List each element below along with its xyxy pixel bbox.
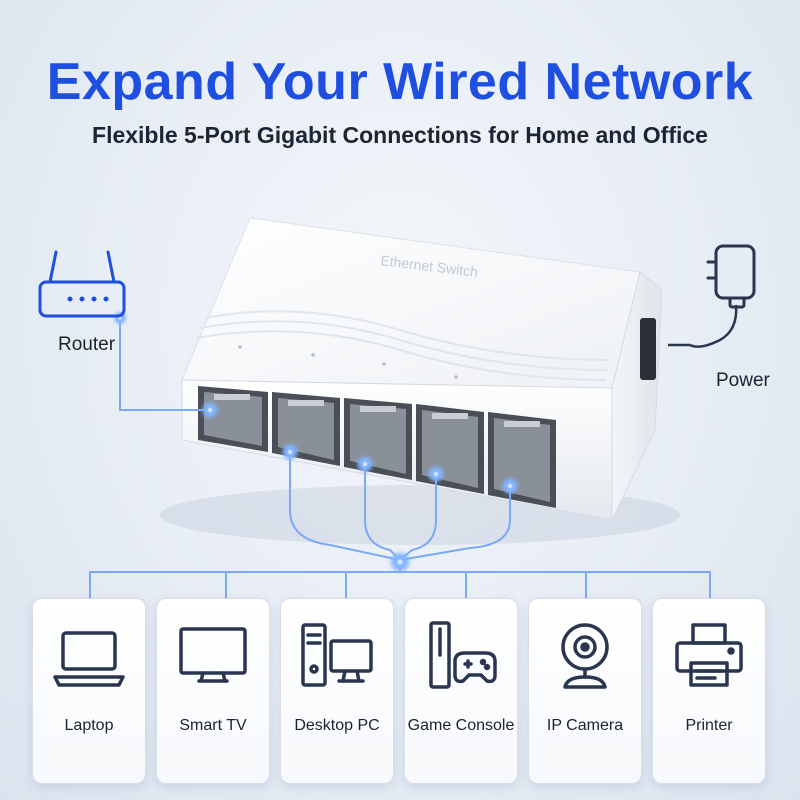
device-label: IP Camera	[546, 717, 624, 734]
power-cable	[689, 304, 738, 348]
ip-camera-icon	[561, 623, 609, 689]
device-card-laptop: Laptop	[32, 598, 146, 784]
device-label: Smart TV	[179, 717, 247, 734]
page-title: Expand Your Wired Network	[46, 53, 754, 111]
router-label: Router	[58, 334, 116, 355]
router-link	[119, 318, 210, 411]
tv-icon	[179, 627, 247, 683]
port-5	[488, 412, 556, 508]
port-3	[344, 398, 412, 480]
printer-icon	[675, 623, 743, 687]
device-label: Game Console	[407, 717, 515, 734]
desktop-pc-icon	[301, 623, 373, 687]
device-card-game-console: Game Console	[404, 598, 518, 784]
distribution-bus	[89, 571, 711, 598]
power-adapter-icon	[706, 244, 756, 309]
port-4	[416, 404, 484, 494]
device-label: Laptop	[64, 717, 114, 734]
router-icon	[38, 250, 126, 318]
ethernet-switch: Ethernet Switch	[181, 217, 663, 521]
device-label: Desktop PC	[294, 717, 380, 734]
port-5-link	[399, 486, 511, 561]
port-1	[198, 386, 268, 452]
device-card-ip-camera: IP Camera	[528, 598, 642, 784]
power-label: Power	[716, 370, 770, 391]
laptop-icon	[53, 631, 125, 687]
page-subtitle: Flexible 5-Port Gigabit Connections for …	[92, 122, 708, 148]
device-card-desktop-pc: Desktop PC	[280, 598, 394, 784]
device-card-printer: Printer	[652, 598, 766, 784]
device-label: Printer	[685, 717, 733, 734]
device-card-smart-tv: Smart TV	[156, 598, 270, 784]
port-4-link	[399, 474, 437, 561]
port-2-link	[289, 452, 401, 561]
port-3-link	[364, 464, 401, 561]
game-console-icon	[429, 621, 497, 689]
device-cards: Laptop Smart TV Desktop PC	[32, 598, 772, 784]
